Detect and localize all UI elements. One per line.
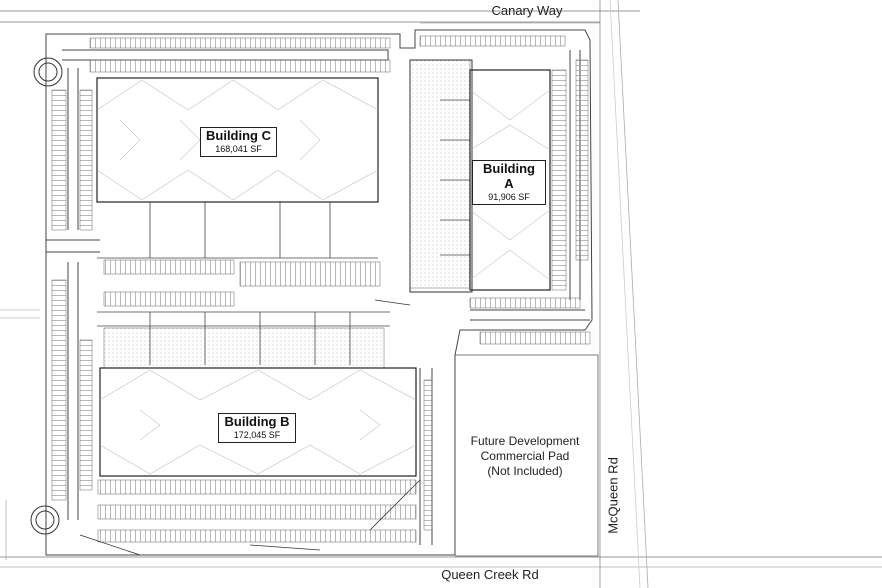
- west-road: [0, 309, 40, 560]
- mcqueen-road: [599, 0, 649, 588]
- building-b-name: Building B: [224, 414, 290, 429]
- building-c-area: 168,041 SF: [215, 143, 262, 154]
- road-label-north: Canary Way: [491, 3, 563, 18]
- queen-creek-road: [0, 556, 882, 568]
- building-a-label: Building A 91,906 SF: [472, 160, 546, 206]
- building-c-name: Building C: [206, 128, 271, 143]
- road-label-south: Queen Creek Rd: [441, 567, 539, 582]
- future-pad-line-2: Commercial Pad: [480, 449, 570, 463]
- canary-way-road: [0, 10, 640, 24]
- roundabouts: [30, 57, 63, 535]
- road-label-east: McQueen Rd: [605, 457, 621, 534]
- building-a-area: 91,906 SF: [488, 191, 530, 202]
- future-pad-line-1: Future Development: [470, 434, 580, 448]
- building-a-name: Building A: [483, 161, 535, 191]
- building-c-label: Building C 168,041 SF: [200, 127, 277, 158]
- building-b-label: Building B 172,045 SF: [218, 413, 296, 444]
- future-pad-label: Future Development Commercial Pad (Not I…: [460, 434, 590, 479]
- parking-stalls: [51, 35, 591, 543]
- access-lines: [79, 299, 421, 556]
- future-pad-area: [455, 354, 599, 557]
- building-b-area: 172,045 SF: [233, 429, 281, 440]
- future-pad-line-3: (Not Included): [487, 464, 563, 478]
